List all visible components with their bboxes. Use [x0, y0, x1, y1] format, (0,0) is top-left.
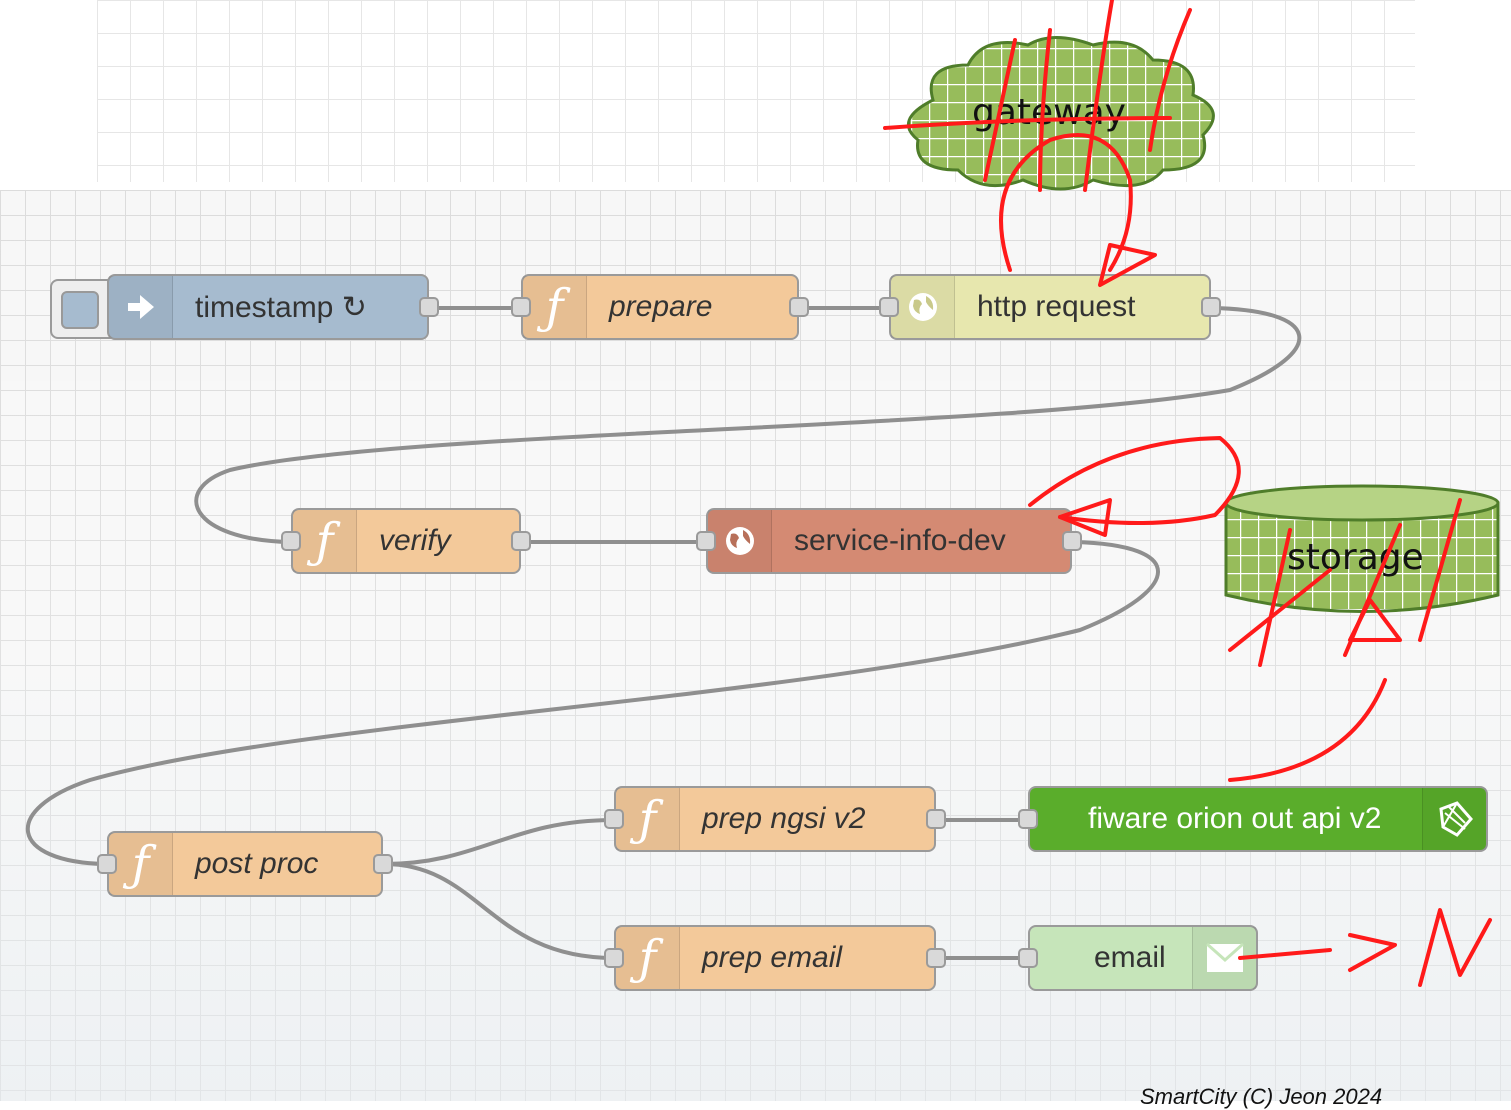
node-label: prep email — [702, 941, 843, 974]
banner-grid-background — [97, 0, 1415, 182]
input-port[interactable] — [511, 297, 531, 317]
node-prep-ngsi-v2[interactable]: ƒ prep ngsi v2 — [604, 786, 946, 852]
function-f-icon: ƒ — [109, 833, 173, 895]
function-f-icon: ƒ — [523, 276, 587, 338]
node-prepare[interactable]: ƒ prepare — [511, 274, 809, 340]
node-label: timestamp ↻ — [195, 290, 367, 324]
input-port[interactable] — [1018, 809, 1038, 829]
node-label: verify — [379, 524, 451, 557]
wire-postproc-prepemail — [383, 862, 615, 960]
node-label: post proc — [195, 847, 319, 880]
output-port[interactable] — [511, 531, 531, 551]
gateway-cloud-shape — [907, 36, 1215, 191]
node-label: http request — [977, 290, 1136, 323]
node-prep-email[interactable]: ƒ prep email — [604, 925, 946, 991]
globe-icon — [708, 510, 772, 572]
output-port[interactable] — [1201, 297, 1221, 317]
node-service-info-dev[interactable]: service-info-dev — [696, 508, 1082, 574]
input-port[interactable] — [281, 531, 301, 551]
wire-postproc-prepngsi — [383, 818, 615, 866]
globe-icon — [891, 276, 955, 338]
output-port[interactable] — [789, 297, 809, 317]
node-label: fiware orion out api v2 — [1088, 802, 1382, 835]
node-fiware-orion-out[interactable]: fiware orion out api v2 — [1018, 786, 1488, 852]
fiware-icon — [1422, 788, 1486, 850]
storage-label: storage — [1287, 537, 1424, 578]
output-port[interactable] — [373, 854, 393, 874]
function-f-icon: ƒ — [616, 788, 680, 850]
storage-cylinder-shape — [1224, 484, 1500, 613]
node-verify[interactable]: ƒ verify — [281, 508, 531, 574]
output-port[interactable] — [926, 809, 946, 829]
wire-service-postproc — [26, 540, 1160, 866]
input-port[interactable] — [604, 809, 624, 829]
node-timestamp[interactable]: timestamp ↻ — [107, 274, 439, 340]
node-label: service-info-dev — [794, 524, 1006, 557]
input-port[interactable] — [604, 948, 624, 968]
arrow-right-icon — [109, 276, 173, 338]
node-label: email — [1094, 941, 1166, 974]
output-port[interactable] — [419, 297, 439, 317]
output-port[interactable] — [926, 948, 946, 968]
input-port[interactable] — [1018, 948, 1038, 968]
node-post-proc[interactable]: ƒ post proc — [97, 831, 393, 897]
footer-copyright: SmartCity (C) Jeon 2024 — [1140, 1084, 1383, 1109]
node-label: prep ngsi v2 — [702, 802, 866, 835]
function-f-icon: ƒ — [293, 510, 357, 572]
node-label: prepare — [609, 290, 713, 323]
function-f-icon: ƒ — [616, 927, 680, 989]
output-port[interactable] — [1062, 531, 1082, 551]
node-http-request[interactable]: http request — [879, 274, 1221, 340]
inject-trigger-button[interactable] — [50, 279, 114, 339]
input-port[interactable] — [97, 854, 117, 874]
input-port[interactable] — [879, 297, 899, 317]
wire-http-verify — [194, 306, 1302, 544]
input-port[interactable] — [696, 531, 716, 551]
node-email[interactable]: email — [1018, 925, 1258, 991]
